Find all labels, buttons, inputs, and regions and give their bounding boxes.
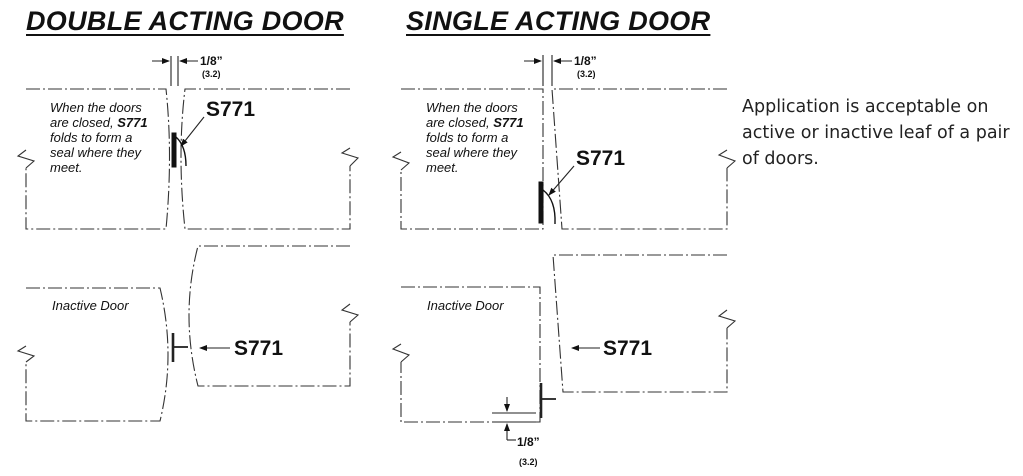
single-bottom-gap-dimension: 1/8” (3.2) (492, 397, 540, 467)
double-open-right-break (340, 303, 360, 323)
double-gap-label: 1/8” (200, 54, 223, 68)
double-closed-left-leaf (25, 88, 171, 230)
single-inactive-leaf (400, 286, 541, 423)
double-closed-seal (171, 132, 177, 168)
single-closed-view: S771 When the doors are closed, S771 fol… (391, 54, 737, 230)
double-closed-sweep (175, 136, 187, 167)
single-inactive-label: Inactive Door (427, 298, 504, 313)
single-closed-callout-leader (548, 165, 575, 196)
double-gap-dimension: 1/8” (3.2) (152, 54, 223, 86)
single-top-gap-metric: (3.2) (577, 69, 596, 79)
single-top-gap-label: 1/8” (574, 54, 597, 68)
single-closed-product-label: S771 (576, 147, 625, 170)
single-open-right-break (717, 309, 737, 329)
single-active-leaf (552, 254, 728, 393)
single-open-product-label: S771 (603, 337, 652, 360)
double-open-left-break (16, 345, 36, 363)
single-closed-left-leaf (400, 88, 544, 230)
double-active-leaf (188, 245, 351, 387)
double-acting-door-heading: DOUBLE ACTING DOOR (26, 6, 344, 36)
single-closed-right-leaf (551, 88, 728, 230)
single-closed-sweep (542, 189, 556, 225)
double-closed-product-label: S771 (206, 98, 255, 121)
single-open-left-break (391, 343, 411, 363)
double-open-view: S771 Inactive Door (16, 245, 360, 422)
double-inactive-label: Inactive Door (52, 298, 129, 313)
application-note: Application is acceptable on active or i… (742, 97, 1010, 169)
single-gap-dimension: 1/8” (3.2) (524, 54, 597, 86)
single-closed-seal (538, 181, 544, 224)
single-closed-left-break (391, 151, 411, 171)
single-bottom-gap-label: 1/8” (517, 435, 540, 449)
single-closed-note: When the doors are closed, S771 folds to… (426, 100, 527, 175)
double-open-product-label: S771 (234, 337, 283, 360)
double-closed-view: S771 When the doors are closed, S771 fol… (16, 54, 360, 230)
single-closed-right-break (717, 149, 737, 169)
double-closed-right-break (340, 147, 360, 167)
single-acting-door-heading: SINGLE ACTING DOOR (406, 6, 711, 36)
double-closed-left-break (16, 149, 36, 169)
double-gap-metric: (3.2) (202, 69, 221, 79)
double-inactive-leaf (25, 287, 169, 422)
double-closed-note: When the doors are closed, S771 folds to… (50, 100, 151, 175)
single-open-view: S771 Inactive Door 1/8” (3.2) (391, 254, 737, 467)
double-closed-callout-leader (180, 116, 205, 147)
single-bottom-gap-metric: (3.2) (519, 457, 538, 467)
